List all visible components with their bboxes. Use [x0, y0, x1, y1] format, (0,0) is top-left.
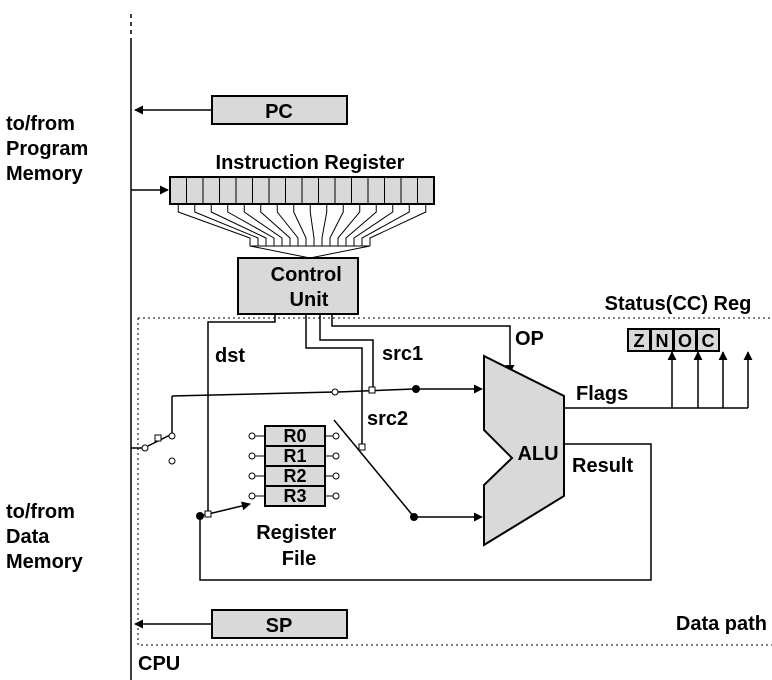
op-label: OP	[515, 328, 544, 350]
alu-label: ALU	[517, 443, 558, 465]
sp-box	[211, 609, 348, 639]
op-wire	[331, 314, 515, 374]
register-r2: R2	[248, 465, 340, 487]
register-r0: R0	[248, 425, 340, 447]
src2-bus	[333, 419, 415, 518]
status-register-title: Status(CC) Reg	[605, 293, 752, 315]
data-memory-label: to/from Data Memory	[6, 501, 84, 573]
flag-n: N	[656, 331, 669, 351]
datapath-boundary	[137, 317, 772, 646]
pc-label: PC	[265, 101, 293, 123]
instruction-register-cells	[186, 177, 418, 204]
pc-box	[211, 95, 348, 125]
src2-wire	[305, 314, 363, 447]
data-path-label: Data path	[676, 613, 767, 635]
alu-shape	[483, 354, 565, 547]
program-memory-label: to/from Program Memory	[6, 113, 94, 185]
svg-text:R0: R0	[283, 426, 306, 446]
svg-text:R3: R3	[283, 486, 306, 506]
svg-text:R1: R1	[283, 446, 306, 466]
register-r1: R1	[248, 445, 340, 467]
flags-label: Flags	[576, 383, 628, 405]
instruction-register-title: Instruction Register	[216, 152, 405, 174]
flag-o: O	[678, 331, 692, 351]
instruction-register-fan-lines	[177, 204, 427, 246]
src1-bus-left	[171, 391, 335, 397]
status-register-flags: Z N O C	[627, 328, 720, 352]
register-file-label: Register File	[256, 522, 342, 570]
src1-label: src1	[382, 343, 423, 365]
register-r3: R3	[248, 485, 340, 507]
sp-label: SP	[266, 615, 293, 637]
dst-wire	[207, 314, 276, 513]
result-label: Result	[572, 455, 633, 477]
svg-text:R2: R2	[283, 466, 306, 486]
src1-wire	[319, 314, 374, 390]
control-unit-box	[237, 257, 359, 315]
flag-c: C	[702, 331, 715, 351]
dst-label: dst	[215, 345, 245, 367]
control-input-funnel	[249, 245, 371, 259]
flag-z: Z	[634, 331, 645, 351]
src1-switch	[337, 388, 415, 393]
result-feedback-wire	[199, 443, 652, 581]
cpu-label: CPU	[138, 653, 180, 675]
src2-label: src2	[367, 408, 408, 430]
control-unit-label: Control Unit	[271, 264, 348, 311]
